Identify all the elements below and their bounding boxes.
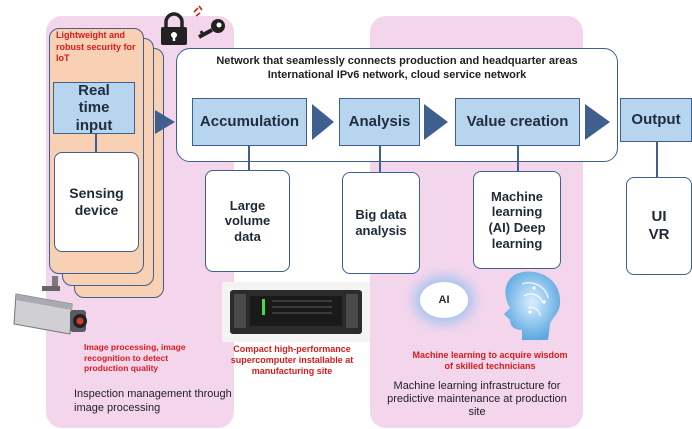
security-note: Lightweight and robust security for IoT [56,30,136,64]
key-icon [190,4,230,40]
camera-icon [12,276,92,346]
large-volume-data-box: Large volume data [205,170,290,272]
stage-value-creation: Value creation [455,98,580,146]
stage-analysis: Analysis [339,98,420,146]
connector-accumulation [248,146,250,172]
server-icon [222,282,370,342]
arrow-4 [585,104,610,140]
stage-real-time-input: Real time input [53,82,135,134]
ai-badge-label: AI [438,294,450,306]
arrow-3 [424,104,448,140]
ai-badge: AI [420,282,468,318]
ml-skilled-caption: Machine learning to acquire wisdom of sk… [412,350,568,371]
image-processing-caption: Image processing, image recognition to d… [84,342,186,374]
supercomputer-caption: Compact high-performance supercomputer i… [230,344,354,376]
machine-learning-box: Machine learning (AI) Deep learning [473,171,561,269]
lock-icon [158,12,190,46]
big-data-analysis-box: Big data analysis [342,172,420,274]
inspection-caption: Inspection management through image proc… [74,388,232,414]
network-line-2: International IPv6 network, cloud servic… [267,69,527,82]
connector-input [95,134,97,152]
stage-output: Output [620,98,692,142]
ai-head-icon [488,268,570,346]
network-text: Network that seamlessly connects product… [180,54,614,83]
network-line-1: Network that seamlessly connects product… [216,55,578,67]
connector-output [656,142,658,178]
arrow-2 [312,104,334,140]
ml-infrastructure-caption: Machine learning infrastructure for pred… [387,380,567,419]
connector-value [517,146,519,172]
connector-analysis [379,146,381,172]
sensing-device-box: Sensing device [54,152,139,252]
stage-accumulation: Accumulation [192,98,307,146]
ui-vr-box: UI VR [626,177,692,275]
arrow-1 [155,110,175,134]
